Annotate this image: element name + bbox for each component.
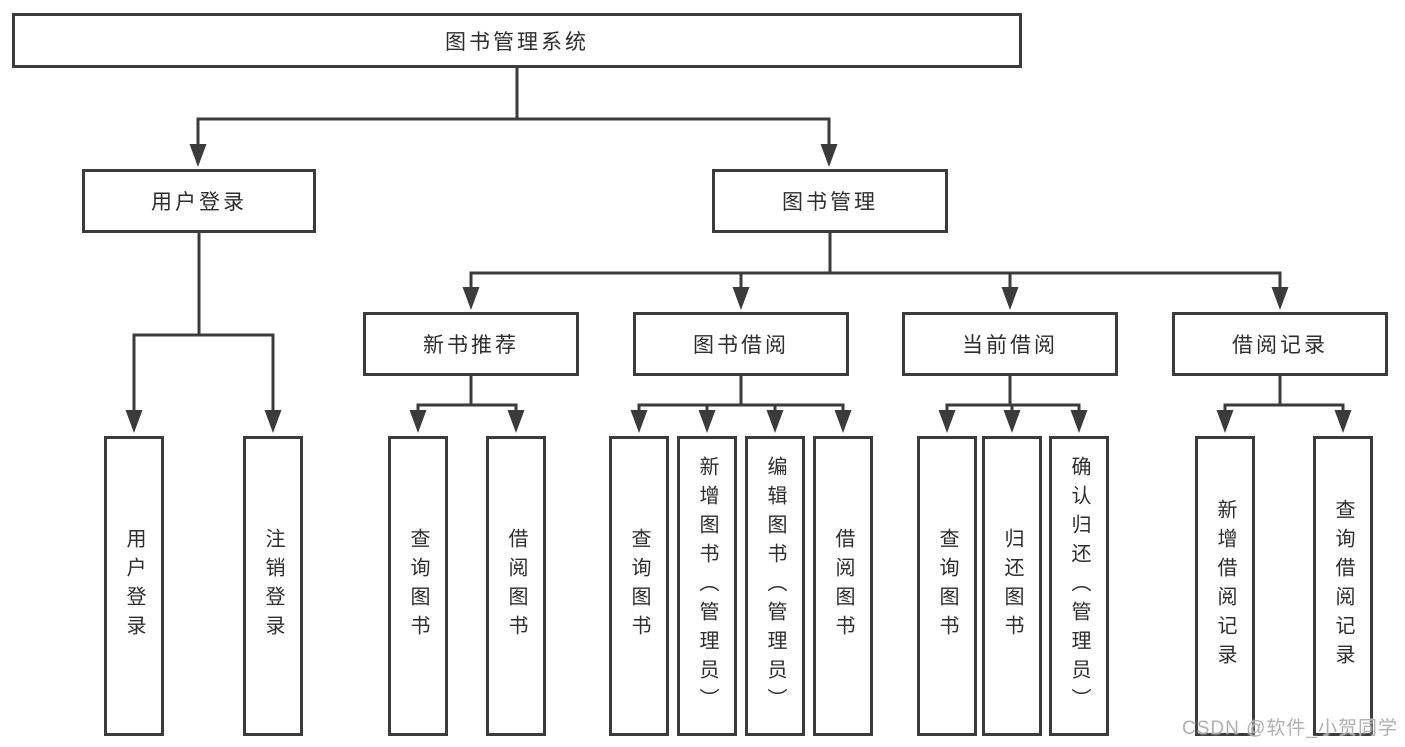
node-current-borrow: 当前借阅 xyxy=(902,312,1118,376)
leaf-add-borrow-record: 新增借阅记录 xyxy=(1195,436,1255,736)
leaf-add-books-admin: 新增图书（管理员） xyxy=(677,436,737,736)
connector-book-borrow-to-leaves xyxy=(630,374,852,433)
node-book-management: 图书管理 xyxy=(712,169,948,233)
connector-new-book-recommend-to-leaves xyxy=(409,374,525,433)
node-new-book-recommend: 新书推荐 xyxy=(363,312,579,376)
connector-root-to-branches xyxy=(189,66,838,167)
leaf-return-books: 归还图书 xyxy=(982,436,1042,736)
node-book-borrow: 图书借阅 xyxy=(633,312,849,376)
node-user-login: 用户登录 xyxy=(82,169,316,233)
watermark: CSDN @软件_小贺同学 xyxy=(1182,718,1398,739)
leaf-borrow-books-recommend: 借阅图书 xyxy=(486,436,546,736)
leaf-logout: 注销登录 xyxy=(243,436,303,736)
leaf-query-books-recommend: 查询图书 xyxy=(388,436,448,736)
leaf-borrow-books: 借阅图书 xyxy=(813,436,873,736)
connector-book-management-to-groups xyxy=(462,231,1289,310)
leaf-query-borrow-record: 查询借阅记录 xyxy=(1313,436,1373,736)
leaf-user-login: 用户登录 xyxy=(104,436,164,736)
node-root-library-system: 图书管理系统 xyxy=(12,13,1022,68)
node-borrow-records: 借阅记录 xyxy=(1172,312,1388,376)
leaf-confirm-return-admin: 确认归还（管理员） xyxy=(1049,436,1109,736)
leaf-query-books-borrow: 查询图书 xyxy=(609,436,669,736)
leaf-edit-books-admin: 编辑图书（管理员） xyxy=(745,436,805,736)
leaf-query-books-current: 查询图书 xyxy=(917,436,977,736)
connector-user-login-to-leaves xyxy=(125,231,282,433)
connector-current-borrow-to-leaves xyxy=(938,374,1088,433)
connector-borrow-records-to-leaves xyxy=(1216,374,1352,433)
